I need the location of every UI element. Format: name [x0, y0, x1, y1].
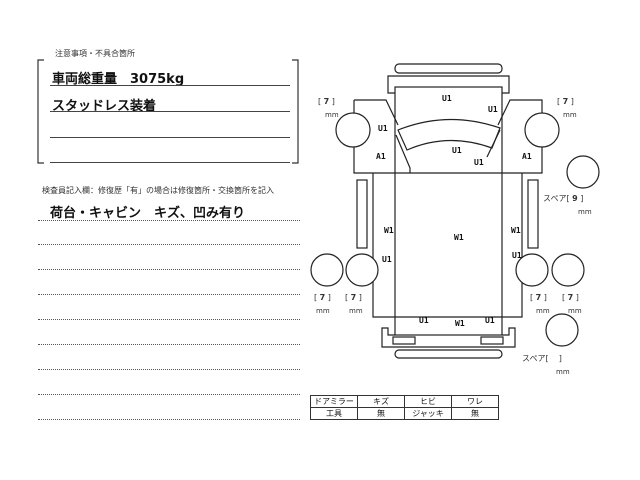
label-u1: U1 — [488, 105, 498, 114]
label-u1: U1 — [452, 146, 462, 155]
inspector-line-1: 荷台・キャビン キズ、凹み有り — [50, 206, 246, 221]
notes-line-1: 車両総重量 3075kg — [52, 72, 185, 87]
label-u1: U1 — [442, 94, 452, 103]
notes-line-2: スタッドレス装着 — [52, 99, 157, 114]
notes-title: 注意事項・不具合箇所 — [55, 49, 135, 58]
label-w1: W1 — [384, 226, 394, 235]
tread-rear-left-inner: [ 7 ] — [345, 293, 362, 302]
tread-rear-left-outer: [ 7 ] — [314, 293, 331, 302]
label-w1: W1 — [511, 226, 521, 235]
spare-1: スペア[ 9 ] — [543, 194, 584, 203]
label-u1: U1 — [512, 251, 522, 260]
label-a1: A1 — [522, 152, 532, 161]
label-u1: U1 — [378, 124, 388, 133]
tread-front-left: [ 7 ] — [318, 97, 335, 106]
label-u1: U1 — [419, 316, 429, 325]
label-u1: U1 — [382, 255, 392, 264]
equipment-table: ドアミラーキズヒビワレ 工具無ジャッキ無 — [310, 395, 499, 420]
spare-2: スペア[ ] — [522, 354, 562, 363]
tread-front-right: [ 7 ] — [557, 97, 574, 106]
label-w1: W1 — [455, 319, 465, 328]
label-a1: A1 — [376, 152, 386, 161]
tread-rear-right-inner: [ 7 ] — [530, 293, 547, 302]
label-w1: W1 — [454, 233, 464, 242]
label-u1: U1 — [485, 316, 495, 325]
label-u1: U1 — [474, 158, 484, 167]
inspector-title: 検査員記入欄：修復歴「有」の場合は修復箇所・交換箇所を記入 — [42, 186, 274, 195]
tread-rear-right-outer: [ 7 ] — [562, 293, 579, 302]
